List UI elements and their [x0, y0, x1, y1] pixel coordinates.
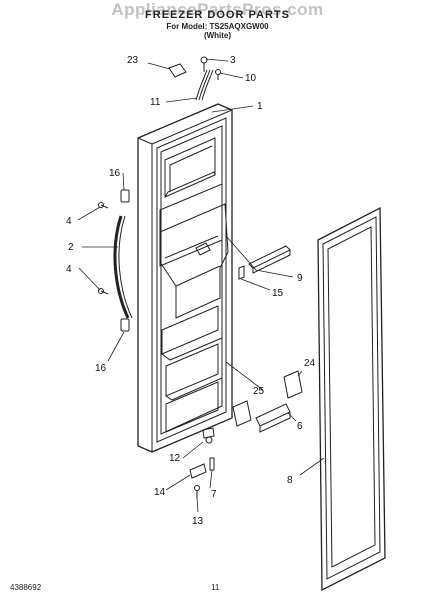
- model-line: For Model: TS25AQXGW00: [166, 22, 269, 31]
- callout-14: 14: [154, 487, 166, 498]
- callout-2: 2: [68, 242, 74, 253]
- page-number: 11: [211, 583, 220, 592]
- callout-3: 3: [230, 55, 236, 66]
- callout-4-top: 4: [66, 216, 72, 227]
- callout-9: 9: [297, 273, 303, 284]
- callout-10: 10: [245, 73, 257, 84]
- callout-23: 23: [127, 55, 139, 66]
- leader-lines: [77, 58, 325, 513]
- hinge-bracket: [189, 463, 207, 479]
- callout-16-top: 16: [109, 168, 121, 179]
- callout-6: 6: [297, 421, 303, 432]
- diagram-title: FREEZER DOOR PARTS: [145, 9, 290, 21]
- callout-12: 12: [169, 453, 181, 464]
- handle-mount-block: [120, 189, 130, 332]
- callout-8: 8: [287, 475, 293, 486]
- handle-screw: [98, 202, 109, 295]
- hinge-screw-lower: [194, 485, 200, 498]
- callout-25: 25: [253, 386, 265, 397]
- callout-1: 1: [257, 101, 263, 112]
- callouts: 23 3 10 11 1 16 4 2 4 9 15 16 24 25 6 12…: [66, 55, 316, 527]
- hinge-pin: [209, 457, 215, 471]
- watermark: AppliancePartsPros.com: [111, 0, 324, 19]
- callout-15: 15: [272, 288, 284, 299]
- grommet: [168, 63, 187, 78]
- callout-11-top: 11: [150, 97, 161, 108]
- shelf-trim: [248, 245, 291, 274]
- document-number: 4388692: [10, 583, 42, 592]
- callout-24: 24: [304, 358, 316, 369]
- callout-16-bottom: 16: [95, 363, 107, 374]
- callout-7: 7: [211, 489, 217, 500]
- hinge-screw: [200, 56, 221, 80]
- trim-clip: [238, 265, 245, 280]
- callout-4-bottom: 4: [66, 264, 72, 275]
- color-line: (White): [203, 31, 232, 40]
- door-handle: [113, 215, 133, 319]
- freezer-door: [137, 103, 233, 453]
- shelf-trim-lower: [255, 403, 291, 433]
- callout-13: 13: [192, 516, 204, 527]
- door-gasket: [317, 206, 386, 592]
- wire-harness: [195, 69, 214, 101]
- lower-hinge: [202, 427, 215, 444]
- shelf-end-cap: [232, 370, 303, 427]
